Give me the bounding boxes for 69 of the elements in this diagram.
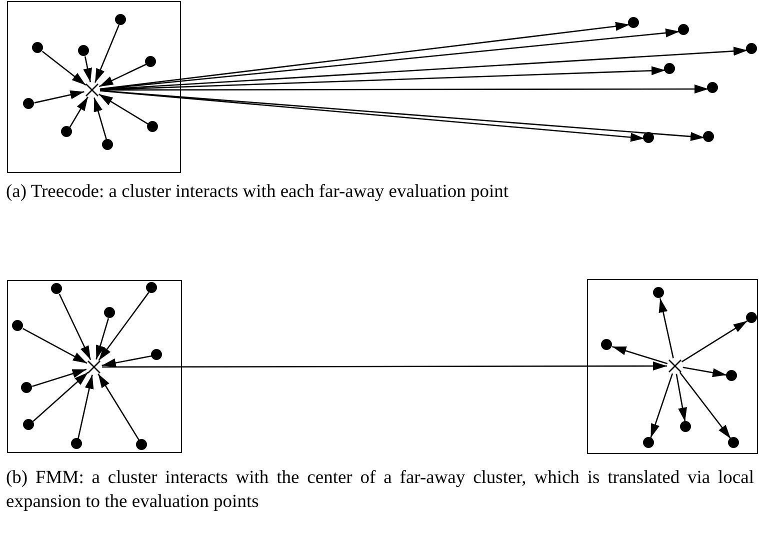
arrow bbox=[650, 373, 674, 438]
point-dot bbox=[707, 82, 718, 93]
arrow bbox=[682, 366, 727, 378]
arrow bbox=[94, 24, 120, 83]
arrow bbox=[98, 373, 140, 441]
figure-caption: (b) FMM: a cluster interacts with the center of a far-away cluster, which is translated via local expansion to the evaluation points bbox=[6, 467, 754, 514]
arrow bbox=[681, 320, 748, 362]
arrow bbox=[658, 298, 674, 358]
point-dot bbox=[51, 283, 62, 294]
cluster-box bbox=[7, 1, 181, 173]
arrow bbox=[102, 362, 667, 371]
arrow bbox=[679, 372, 732, 440]
arrow bbox=[100, 28, 680, 90]
point-dot bbox=[12, 320, 23, 331]
arrow bbox=[100, 22, 630, 90]
arrow bbox=[98, 64, 146, 88]
cross-marker bbox=[86, 84, 98, 96]
arrow bbox=[58, 294, 92, 360]
arrow bbox=[22, 328, 88, 364]
point-dot bbox=[728, 437, 739, 448]
point-dot bbox=[136, 439, 147, 450]
point-dot bbox=[145, 56, 156, 67]
point-dot bbox=[21, 382, 32, 393]
point-dot bbox=[151, 349, 162, 360]
point-dot bbox=[678, 24, 689, 35]
point-dot bbox=[746, 43, 757, 54]
arrow bbox=[78, 374, 94, 439]
cluster-box bbox=[7, 280, 182, 453]
arrow bbox=[676, 374, 687, 422]
arrow bbox=[42, 50, 86, 86]
point-dot bbox=[643, 132, 654, 143]
arrow bbox=[100, 46, 748, 90]
figure-caption: (a) Treecode: a cluster interacts with each far-away evaluation point bbox=[6, 181, 510, 204]
arrow bbox=[100, 66, 666, 90]
point-dot bbox=[23, 419, 34, 430]
point-dot bbox=[78, 45, 89, 56]
cluster-box bbox=[587, 279, 758, 454]
point-dot bbox=[61, 126, 72, 137]
point-dot bbox=[102, 139, 113, 150]
arrow bbox=[98, 94, 149, 125]
arrow bbox=[612, 346, 668, 364]
point-dot bbox=[146, 282, 157, 293]
point-dot bbox=[23, 98, 34, 109]
point-dot bbox=[703, 131, 714, 142]
cross-marker bbox=[668, 360, 680, 372]
arrow bbox=[100, 84, 708, 94]
arrow bbox=[102, 355, 152, 368]
point-dot bbox=[71, 438, 82, 449]
point-dot bbox=[115, 14, 126, 25]
point-dot bbox=[147, 121, 158, 132]
arrow bbox=[69, 96, 88, 128]
point-dot bbox=[726, 370, 737, 381]
point-dot bbox=[664, 63, 675, 74]
arrow bbox=[32, 372, 88, 422]
arrow bbox=[32, 368, 87, 387]
point-dot bbox=[32, 42, 43, 53]
point-dot bbox=[746, 312, 757, 323]
arrow bbox=[34, 90, 84, 104]
point-dot bbox=[104, 307, 115, 318]
point-dot bbox=[643, 437, 654, 448]
point-dot bbox=[680, 421, 691, 432]
point-dot bbox=[628, 17, 639, 28]
arrow bbox=[96, 318, 110, 360]
point-dot bbox=[601, 339, 612, 350]
arrow bbox=[94, 98, 108, 140]
cross-marker bbox=[88, 360, 100, 372]
point-dot bbox=[653, 287, 664, 298]
arrow bbox=[83, 56, 92, 82]
arrow bbox=[98, 292, 150, 361]
